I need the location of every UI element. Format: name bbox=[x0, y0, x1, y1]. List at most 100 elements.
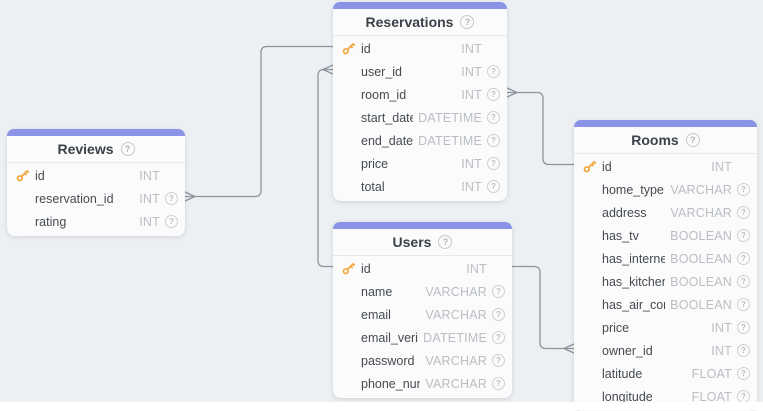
field-name: name bbox=[361, 284, 393, 299]
table-header[interactable]: Rooms ? bbox=[574, 127, 757, 154]
field-type: VARCHAR bbox=[670, 182, 732, 197]
table-accent-bar bbox=[574, 120, 757, 127]
field-type: INT bbox=[711, 159, 732, 174]
table-reservations[interactable]: Reservations ? idINT?user_idINT?room_idI… bbox=[333, 2, 507, 201]
relationship-rooms_owner_id-users_id[interactable] bbox=[511, 265, 575, 354]
key-spacer bbox=[341, 88, 356, 102]
table-header[interactable]: Reservations ? bbox=[333, 9, 507, 36]
table-accent-bar bbox=[333, 2, 507, 9]
field-type: VARCHAR bbox=[425, 376, 487, 391]
field-type: FLOAT bbox=[691, 366, 732, 381]
key-spacer bbox=[341, 285, 356, 299]
field-note-icon: ? bbox=[492, 308, 505, 321]
field-row-email_verified_[interactable]: email_verified_ DATETIME? bbox=[333, 326, 512, 349]
relationship-reviews_reservation_id-reservations_id[interactable] bbox=[184, 45, 334, 202]
relationship-reservations_user_id-users_id[interactable] bbox=[317, 64, 334, 268]
key-spacer bbox=[341, 111, 356, 125]
field-note-icon: ? bbox=[737, 367, 750, 380]
field-note-icon: ? bbox=[165, 192, 178, 205]
table-header[interactable]: Reviews ? bbox=[7, 136, 185, 163]
field-list: idINT?nameVARCHAR?emailVARCHAR?email_ver… bbox=[333, 256, 512, 398]
field-row-password[interactable]: password VARCHAR? bbox=[333, 349, 512, 372]
table-help-icon: ? bbox=[685, 133, 700, 147]
key-spacer bbox=[15, 192, 30, 206]
key-spacer bbox=[582, 298, 597, 312]
key-spacer bbox=[582, 206, 597, 220]
field-name: id bbox=[35, 168, 45, 183]
field-note-icon: ? bbox=[492, 331, 505, 344]
field-name: start_date bbox=[361, 110, 414, 125]
key-spacer bbox=[582, 252, 597, 266]
field-note-icon: ? bbox=[737, 206, 750, 219]
many-marker bbox=[563, 343, 575, 354]
field-name: rating bbox=[35, 214, 67, 229]
field-name: email_verified_ bbox=[361, 330, 418, 345]
field-name: user_id bbox=[361, 64, 402, 79]
field-list: idINT?home_typeVARCHAR?addressVARCHAR?ha… bbox=[574, 154, 757, 411]
primary-key-icon bbox=[15, 169, 30, 183]
field-type: INT bbox=[461, 179, 482, 194]
field-type: DATETIME bbox=[423, 330, 487, 345]
key-spacer bbox=[582, 344, 597, 358]
field-type: INT bbox=[466, 261, 487, 276]
field-note-icon: ? bbox=[487, 180, 500, 193]
field-name: total bbox=[361, 179, 385, 194]
field-type: VARCHAR bbox=[425, 353, 487, 368]
field-note-icon: ? bbox=[737, 321, 750, 334]
field-note-icon: ? bbox=[737, 275, 750, 288]
table-users[interactable]: Users ? idINT?nameVARCHAR?emailVARCHAR?e… bbox=[333, 222, 512, 398]
table-header[interactable]: Users ? bbox=[333, 229, 512, 256]
key-spacer bbox=[341, 157, 356, 171]
key-spacer bbox=[582, 321, 597, 335]
field-type: INT bbox=[139, 191, 160, 206]
field-name: password bbox=[361, 353, 415, 368]
field-name: id bbox=[602, 159, 612, 174]
key-spacer bbox=[341, 377, 356, 391]
field-name: has_tv bbox=[602, 228, 639, 243]
table-accent-bar bbox=[7, 129, 185, 136]
field-name: room_id bbox=[361, 87, 407, 102]
field-name: email bbox=[361, 307, 391, 322]
field-row-total[interactable]: total INT? bbox=[333, 175, 507, 198]
field-type: INT bbox=[461, 156, 482, 171]
field-row-phone_numbe[interactable]: phone_numbeVARCHAR? bbox=[333, 372, 512, 395]
table-title: Reviews bbox=[57, 141, 114, 157]
field-note-icon: ? bbox=[737, 183, 750, 196]
field-note-icon: ? bbox=[492, 354, 505, 367]
field-name: end_date bbox=[361, 133, 414, 148]
relationship-reservations_room_id-rooms_id[interactable] bbox=[506, 87, 575, 166]
field-name: price bbox=[361, 156, 389, 171]
table-title: Users bbox=[392, 234, 432, 250]
field-type: BOOLEAN bbox=[670, 251, 732, 266]
field-type: INT bbox=[139, 214, 160, 229]
table-reviews[interactable]: Reviews ? idINT?reservation_idINT?rating… bbox=[7, 129, 185, 236]
table-rooms[interactable]: Rooms ? idINT?home_typeVARCHAR?addressVA… bbox=[574, 120, 757, 411]
many-marker bbox=[322, 64, 334, 75]
field-name: address bbox=[602, 205, 647, 220]
key-spacer bbox=[341, 354, 356, 368]
key-spacer bbox=[341, 65, 356, 79]
